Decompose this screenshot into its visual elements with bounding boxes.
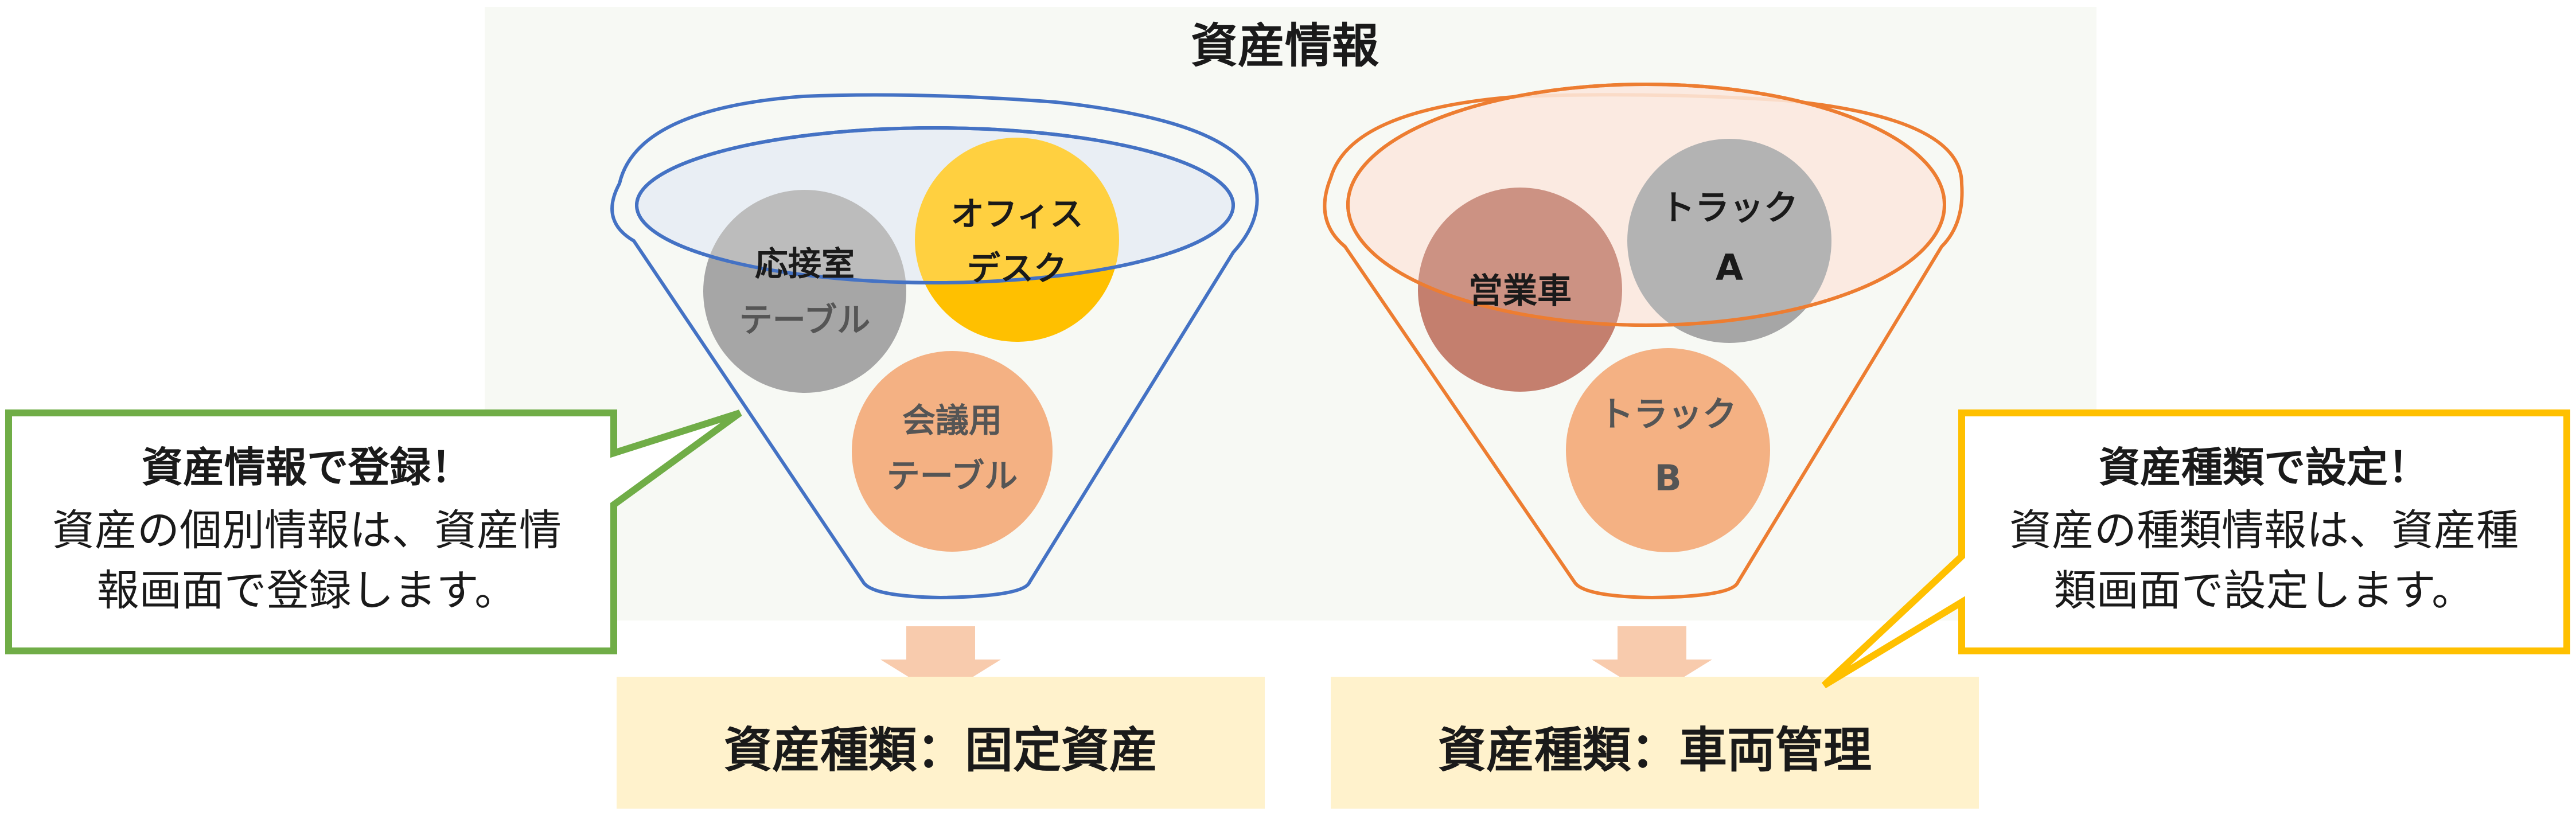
left-item-1-line2: テーブル <box>739 301 871 340</box>
right-callout-line2: 類画面で設定します。 <box>2054 566 2474 615</box>
left-callout-line1: 資産の個別情報は、資産情 <box>52 506 562 555</box>
left-item-3-line2: テーブル <box>887 457 1018 496</box>
right-callout-line1: 資産の種類情報は、資産種 <box>2009 506 2519 555</box>
left-item-1-line1: 応接室 <box>755 244 855 283</box>
left-down-arrow <box>880 626 1001 697</box>
left-funnel-rim <box>635 126 1235 284</box>
right-item-3-line1: トラック <box>1599 395 1737 435</box>
right-funnel-cone <box>1323 93 1964 600</box>
left-callout-heading: 資産情報で登録！ <box>142 443 472 491</box>
left-funnel-cone <box>610 93 1259 600</box>
right-item-3-line2: B <box>1654 457 1681 499</box>
right-funnel: 営業車 トラック A トラック B <box>1323 83 1964 600</box>
right-down-arrow <box>1592 626 1712 697</box>
left-item-circle-2 <box>915 138 1119 342</box>
right-item-2-line2: A <box>1716 247 1743 288</box>
left-item-circle-3 <box>852 351 1053 552</box>
right-funnel-rim <box>1346 83 1946 327</box>
right-result-label: 資産種類：車両管理 <box>1438 722 1872 778</box>
left-callout-line2: 報画面で登録します。 <box>97 566 517 615</box>
left-result-label: 資産種類：固定資産 <box>724 722 1158 778</box>
right-item-circle-1 <box>1418 188 1622 392</box>
left-callout-box <box>5 409 742 654</box>
panel-title: 資産情報 <box>1191 19 1379 73</box>
left-item-circle-1 <box>703 190 906 393</box>
left-item-2-line2: デスク <box>967 249 1067 288</box>
right-item-1-line1: 営業車 <box>1468 271 1572 311</box>
right-result-box <box>1331 677 1979 809</box>
left-result-box <box>617 677 1265 809</box>
right-callout-box <box>1821 409 2570 689</box>
right-callout-heading: 資産種類で設定！ <box>2099 443 2429 491</box>
right-item-circle-2 <box>1627 139 1831 343</box>
left-item-2-line1: オフィス <box>951 194 1084 233</box>
left-item-3-line1: 会議用 <box>902 401 1002 440</box>
left-funnel: 応接室 テーブル オフィス デスク 会議用 テーブル <box>610 93 1259 600</box>
right-item-2-line1: トラック <box>1661 188 1798 228</box>
right-item-circle-3 <box>1566 348 1770 552</box>
